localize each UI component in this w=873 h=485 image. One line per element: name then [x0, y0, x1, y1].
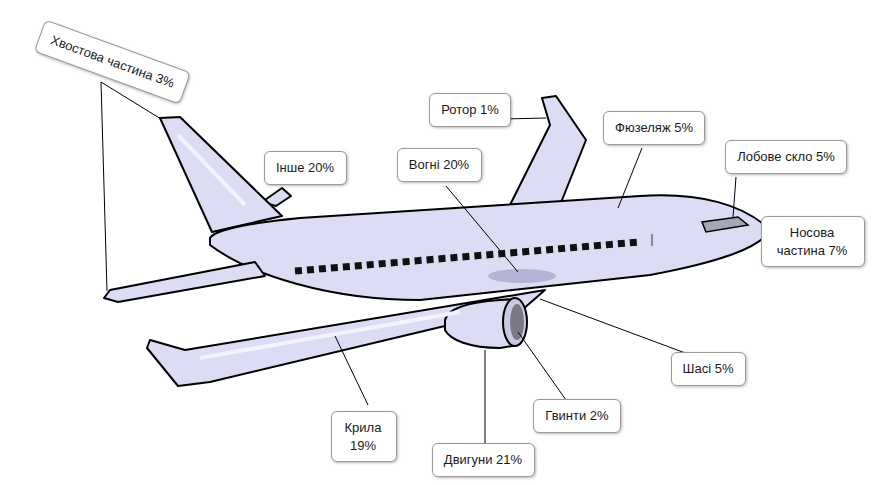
callout-box: Крила 19%: [331, 411, 397, 462]
callout-box: Гвинти 2%: [533, 399, 621, 433]
callout-box: Носова частина 7%: [761, 216, 865, 267]
door: [651, 234, 653, 246]
window-row: [295, 242, 640, 271]
callout-box: Інше 20%: [264, 151, 347, 185]
callout-label: Двигуни 21%: [443, 451, 524, 469]
leader-line: [618, 148, 642, 208]
callout-box: Двигуни 21%: [432, 443, 535, 477]
callout-label: Лобове скло 5%: [736, 148, 836, 166]
callout-box: Вогні 20%: [397, 148, 482, 182]
callout-label: Ротор 1%: [440, 101, 500, 119]
fin-highlight: [178, 135, 245, 205]
callout-label: Вогні 20%: [408, 156, 471, 174]
callout-box: Шасі 5%: [671, 352, 746, 386]
wing-highlight: [200, 312, 460, 358]
callout-label: Хвостова частина 3%: [47, 31, 178, 93]
callout-label: Шасі 5%: [682, 360, 735, 378]
wing-root-shadow: [488, 269, 556, 283]
callout-label: Гвинти 2%: [544, 407, 610, 425]
leader-line: [335, 336, 368, 405]
callout-box: Хвостова частина 3%: [33, 20, 190, 105]
far-wing: [505, 96, 586, 215]
callout-box: Фюзеляж 5%: [603, 111, 705, 145]
leader-line: [518, 332, 566, 400]
callout-label: Крила 19%: [342, 419, 384, 454]
callout-box: Ротор 1%: [429, 93, 511, 127]
callout-box: Лобове скло 5%: [725, 140, 847, 174]
leader-line: [485, 350, 486, 444]
leader-line: [101, 82, 107, 291]
cockpit-window: [702, 217, 748, 232]
callout-label: Носова частина 7%: [772, 224, 852, 259]
fuselage: [210, 195, 770, 300]
leader-line: [733, 177, 736, 217]
callout-label: Фюзеляж 5%: [614, 119, 694, 137]
callout-label: Інше 20%: [275, 159, 336, 177]
engine-fan: [510, 304, 524, 340]
leader-line: [540, 299, 688, 354]
near-stabilizer: [104, 262, 265, 302]
leader-line: [446, 186, 518, 272]
